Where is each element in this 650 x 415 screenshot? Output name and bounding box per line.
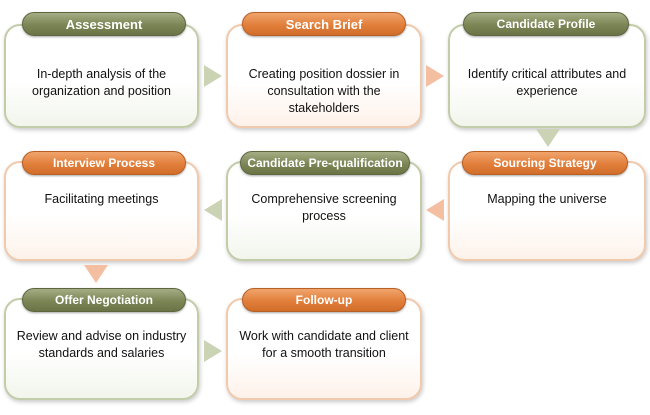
connector-arrow-right	[204, 65, 222, 87]
step-card-follow-up: Work with candidate and client for a smo…	[226, 298, 422, 400]
step-title-candidate-pre-qualification: Candidate Pre-qualification	[240, 151, 410, 175]
step-card-offer-negotiation: Review and advise on industry standards …	[4, 298, 199, 400]
step-title-sourcing-strategy: Sourcing Strategy	[462, 151, 628, 175]
connector-arrow-right	[204, 340, 222, 362]
step-title-candidate-profile: Candidate Profile	[463, 12, 629, 36]
step-description: Review and advise on industry standards …	[16, 329, 187, 360]
step-description: Comprehensive screening process	[251, 192, 397, 223]
step-title-search-brief: Search Brief	[242, 12, 406, 36]
step-card-interview-process: Facilitating meetings	[4, 161, 199, 261]
step-card-assessment: In-depth analysis of the organization an…	[4, 24, 199, 128]
step-description: Creating position dossier in consultatio…	[248, 67, 400, 115]
connector-arrow-left	[426, 199, 444, 221]
connector-arrow-down	[84, 265, 108, 283]
step-description: Mapping the universe	[487, 192, 607, 206]
step-card-candidate-profile: Identify critical attributes and experie…	[448, 24, 646, 128]
step-title-offer-negotiation: Offer Negotiation	[22, 288, 186, 312]
step-card-search-brief: Creating position dossier in consultatio…	[226, 24, 422, 128]
step-description: Identify critical attributes and experie…	[467, 67, 627, 98]
connector-arrow-right	[426, 65, 444, 87]
connector-arrow-down	[536, 129, 560, 147]
step-title-assessment: Assessment	[22, 12, 186, 36]
step-title-follow-up: Follow-up	[242, 288, 406, 312]
connector-arrow-left	[204, 199, 222, 221]
step-card-candidate-pre-qualification: Comprehensive screening process	[226, 161, 422, 261]
step-description: Facilitating meetings	[44, 192, 159, 206]
step-description: In-depth analysis of the organization an…	[32, 67, 171, 98]
step-title-interview-process: Interview Process	[22, 151, 186, 175]
step-card-sourcing-strategy: Mapping the universe	[448, 161, 646, 261]
step-description: Work with candidate and client for a smo…	[239, 329, 409, 360]
